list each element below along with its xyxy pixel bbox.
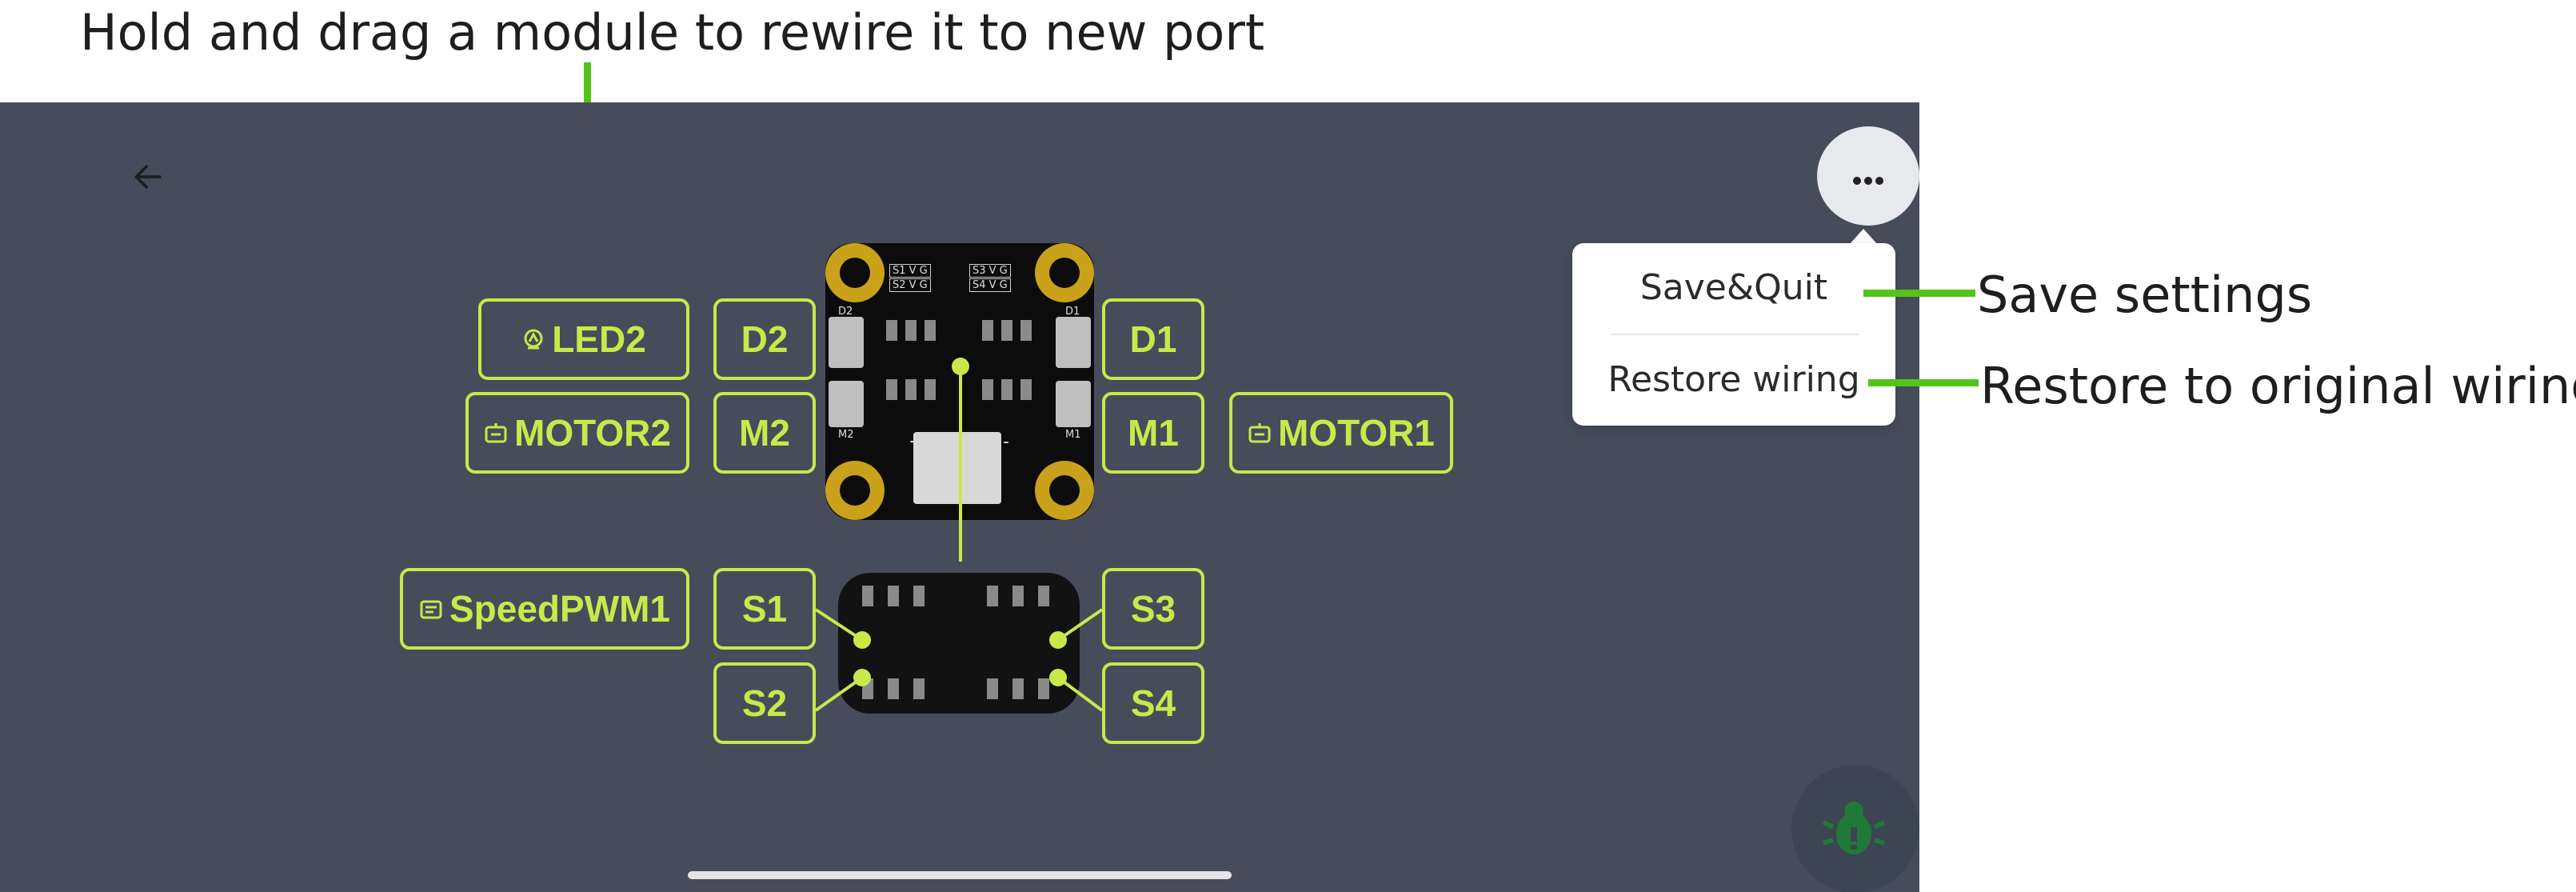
header-pin	[905, 320, 917, 341]
header-pin	[1001, 379, 1012, 400]
port-connector	[829, 381, 864, 427]
port-s2: S2	[713, 662, 816, 744]
header-pin	[982, 320, 993, 341]
home-indicator[interactable]	[688, 871, 1232, 879]
more-horizontal-icon	[1851, 158, 1886, 194]
port-m1: M1	[1102, 392, 1204, 474]
module-motor1-label: MOTOR1	[1278, 412, 1435, 454]
port-d2: D2	[713, 298, 816, 380]
module-motor2-label: MOTOR2	[514, 412, 671, 454]
hub-pin	[913, 678, 925, 699]
servo-icon	[419, 597, 443, 621]
port-connector	[829, 317, 864, 368]
led-icon	[521, 327, 545, 351]
board-header-label: S3 V G	[969, 264, 1011, 278]
port-connector	[1056, 317, 1091, 368]
board-center-dot	[952, 358, 969, 375]
hub-pin	[1038, 586, 1049, 606]
port-m2-label: M2	[739, 412, 790, 454]
mounting-hole	[825, 243, 885, 302]
board-label-d1: D1	[1065, 306, 1080, 318]
hub-pin	[1012, 678, 1024, 699]
port-s4-label: S4	[1130, 682, 1176, 724]
header-pin	[905, 379, 917, 400]
save-quit-menu-item[interactable]: Save&Quit	[1639, 266, 1828, 308]
restore-wiring-annotation: Restore to original wiring	[1980, 357, 2576, 415]
hub-pin	[1012, 586, 1024, 606]
port-d1-label: D1	[1129, 318, 1177, 360]
mounting-hole	[1035, 243, 1094, 302]
board-label-m1: M1	[1065, 429, 1081, 441]
power-connector	[913, 432, 1001, 504]
back-button[interactable]	[120, 150, 176, 206]
header-pin	[1001, 320, 1012, 341]
port-s3: S3	[1102, 568, 1204, 650]
port-m2: M2	[713, 392, 816, 474]
motor-icon	[484, 421, 508, 445]
bug-icon	[1819, 792, 1889, 866]
header-pin	[925, 379, 936, 400]
module-speedpwm1[interactable]: SpeedPWM1	[400, 568, 689, 650]
port-d2-label: D2	[741, 318, 789, 360]
hub-dot-s3	[1049, 631, 1067, 649]
port-s3-label: S3	[1130, 588, 1176, 630]
board-header-label: S1 V G	[889, 264, 931, 278]
restore-wiring-pointer-line	[1868, 379, 1979, 386]
hub-pin	[888, 586, 899, 606]
hub-dot-s2	[853, 669, 871, 686]
header-pin	[886, 320, 897, 341]
more-button[interactable]	[1817, 126, 1919, 226]
restore-wiring-menu-item[interactable]: Restore wiring	[1608, 358, 1860, 400]
port-m1-label: M1	[1128, 412, 1179, 454]
hub-dot-s1	[853, 631, 871, 649]
board-header-label: S2 V G	[889, 278, 931, 292]
hub-pin	[987, 678, 998, 699]
save-settings-annotation: Save settings	[1977, 266, 2313, 324]
mounting-hole	[825, 461, 885, 520]
port-s1-label: S1	[741, 588, 788, 630]
drag-hint-annotation: Hold and drag a module to rewire it to n…	[80, 3, 1265, 62]
module-led2[interactable]: LED2	[478, 298, 689, 380]
hub-pin	[888, 678, 899, 699]
save-settings-pointer-line	[1863, 290, 1975, 297]
port-s4: S4	[1102, 662, 1204, 744]
controller-board: S1 V G S2 V G S3 V G S4 V G D2 D1 M2 M1 …	[825, 243, 1094, 520]
board-label-d2: D2	[838, 306, 853, 318]
module-led2-label: LED2	[552, 318, 646, 360]
hub-pin	[862, 586, 873, 606]
header-pin	[886, 379, 897, 400]
module-motor2[interactable]: MOTOR2	[465, 392, 689, 474]
menu-caret	[1849, 229, 1878, 245]
port-connector	[1056, 381, 1091, 427]
board-header-label: S4 V G	[969, 278, 1011, 292]
hub-pin	[987, 586, 998, 606]
module-speedpwm1-label: SpeedPWM1	[449, 588, 671, 630]
app-screen: Save&Quit Restore wiring LED2 D2 MOTOR2 …	[0, 102, 1919, 892]
board-label-m2: M2	[838, 429, 854, 441]
port-d1: D1	[1102, 298, 1204, 380]
motor-icon	[1248, 421, 1272, 445]
options-menu: Save&Quit Restore wiring	[1572, 243, 1895, 426]
menu-divider	[1611, 334, 1859, 335]
port-s2-label: S2	[741, 682, 788, 724]
module-motor1[interactable]: MOTOR1	[1229, 392, 1453, 474]
debug-button[interactable]	[1791, 765, 1919, 892]
arrow-left-icon	[130, 159, 166, 198]
mounting-hole	[1035, 461, 1094, 520]
header-pin	[982, 379, 993, 400]
board-label-minus: -	[1003, 432, 1009, 452]
header-pin	[925, 320, 936, 341]
servo-hub	[838, 573, 1080, 714]
header-pin	[1020, 379, 1032, 400]
header-pin	[1020, 320, 1032, 341]
hub-dot-s4	[1049, 669, 1067, 686]
hub-pin	[913, 586, 925, 606]
port-s1: S1	[713, 568, 816, 650]
hub-pin	[1038, 678, 1049, 699]
